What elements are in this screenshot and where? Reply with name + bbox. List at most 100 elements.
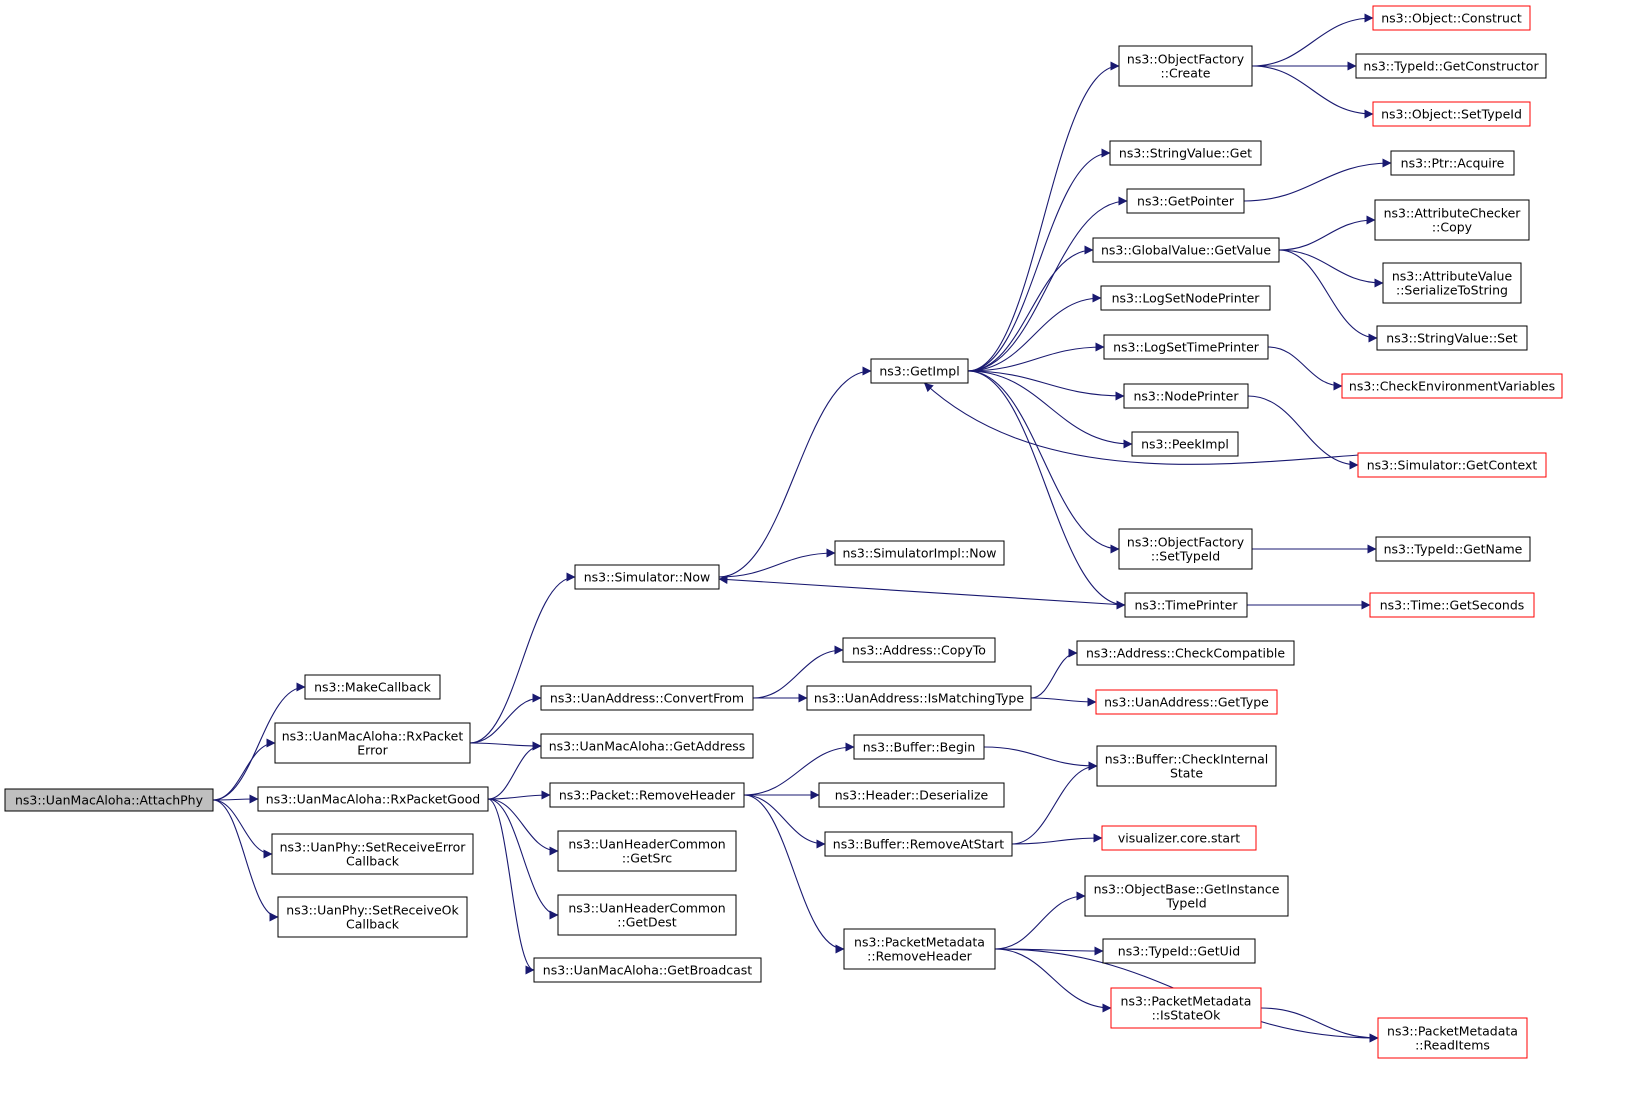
node-getaddress[interactable]: ns3::UanMacAloha::GetAddress [540,733,754,759]
node-simimplnow[interactable]: ns3::SimulatorImpl::Now [834,540,1005,566]
edge-getimpl-to-nodeprinter [967,370,1125,401]
edge-removeatstart-to-checkinternalstate [1011,761,1098,845]
node-label: ns3::UanAddress::ConvertFrom [550,691,744,706]
node-label: ns3::UanHeaderCommon [568,901,725,916]
node-getdest[interactable]: ns3::UanHeaderCommon::GetDest [557,894,737,936]
node-getsrc[interactable]: ns3::UanHeaderCommon::GetSrc [557,830,737,872]
node-removeheader[interactable]: ns3::Packet::RemoveHeader [549,782,745,808]
node-box [870,358,969,384]
node-timeprinter[interactable]: ns3::TimePrinter [1124,592,1248,618]
node-label: ::GetDest [617,915,677,930]
node-rxpacketgood[interactable]: ns3::UanMacAloha::RxPacketGood [257,786,489,812]
node-gvgetvalue[interactable]: ns3::GlobalValue::GetValue [1092,237,1280,263]
node-getbroadcast[interactable]: ns3::UanMacAloha::GetBroadcast [533,957,762,983]
node-box [274,722,471,764]
node-readitems[interactable]: ns3::PacketMetadata::ReadItems [1377,1017,1528,1059]
edge-rxpacketerror-to-simulatornow [469,572,576,744]
edge-rxpacketerror-to-convertfrom [469,693,542,744]
node-checkcompatible[interactable]: ns3::Address::CheckCompatible [1076,640,1295,666]
edge-convertfrom-to-copyto [752,645,844,699]
node-label: ns3::StringValue::Set [1386,331,1517,346]
node-getimpl[interactable]: ns3::GetImpl [870,358,969,384]
node-ofcreate[interactable]: ns3::ObjectFactory::Create [1118,45,1253,87]
node-label: ns3::UanPhy::SetReceiveOk [286,903,459,918]
node-getconstructor[interactable]: ns3::TypeId::GetConstructor [1355,53,1547,79]
node-getuid[interactable]: ns3::TypeId::GetUid [1102,938,1256,964]
node-box [1102,938,1256,964]
node-vizstart[interactable]: visualizer.core.start [1101,825,1257,851]
node-box [1376,325,1528,351]
node-isstateok[interactable]: ns3::PacketMetadata::IsStateOk [1110,987,1262,1029]
edge-attachphy-to-setreceiveok [212,799,279,922]
node-box [818,782,1005,808]
node-getseconds[interactable]: ns3::Time::GetSeconds [1369,592,1535,618]
node-label: ns3::Buffer::Begin [863,740,976,755]
node-box [257,786,489,812]
node-simulatornow[interactable]: ns3::Simulator::Now [574,564,720,590]
node-accopy[interactable]: ns3::AttributeChecker::Copy [1374,199,1530,241]
node-objsettypeid[interactable]: ns3::Object::SetTypeId [1372,101,1531,127]
edge-rxpacketgood-to-getaddress [487,741,542,800]
edge-bufferbegin-to-checkinternalstate [983,746,1098,771]
node-ismatchingtype[interactable]: ns3::UanAddress::IsMatchingType [806,685,1032,711]
node-box [1092,237,1280,263]
node-label: ns3::UanHeaderCommon [568,837,725,852]
edge-pmremoveheader-to-getinstancetypeid [994,891,1086,950]
node-box [1076,640,1295,666]
node-stringvalueget[interactable]: ns3::StringValue::Get [1109,140,1262,166]
node-uanaddrgettype[interactable]: ns3::UanAddress::GetType [1095,689,1278,715]
node-label: ns3::Ptr::Acquire [1401,156,1505,171]
node-label: ns3::Object::Construct [1381,11,1522,26]
node-label: ::GetSrc [622,851,672,866]
edge-getimpl-to-logsettimeprinter [967,342,1105,372]
node-box [1109,140,1262,166]
node-box [843,928,996,970]
node-objconstruct[interactable]: ns3::Object::Construct [1372,5,1531,31]
node-label: ns3::PacketMetadata [1121,994,1252,1009]
node-nodeprinter[interactable]: ns3::NodePrinter [1123,383,1249,409]
node-box [540,733,754,759]
node-pmremoveheader[interactable]: ns3::PacketMetadata::RemoveHeader [843,928,996,970]
node-logsettimeprinter[interactable]: ns3::LogSetTimePrinter [1103,334,1269,360]
node-checkenv[interactable]: ns3::CheckEnvironmentVariables [1341,373,1563,399]
node-convertfrom[interactable]: ns3::UanAddress::ConvertFrom [540,685,754,711]
node-bufferbegin[interactable]: ns3::Buffer::Begin [853,734,985,760]
node-ofsettypeid[interactable]: ns3::ObjectFactory::SetTypeId [1118,528,1253,570]
node-logsetnodeprinter[interactable]: ns3::LogSetNodePrinter [1100,285,1271,311]
edge-getimpl-to-gvgetvalue [967,245,1094,372]
edge-simulatornow-to-getimpl [718,366,872,578]
node-label: Error [357,743,388,758]
node-label: State [1170,766,1203,781]
node-label: ns3::TypeId::GetName [1384,542,1523,557]
node-label: ns3::TypeId::GetUid [1118,944,1240,959]
node-avserialize[interactable]: ns3::AttributeValue::SerializeToString [1382,262,1522,304]
node-attachphy[interactable]: ns3::UanMacAloha::AttachPhy [4,788,214,812]
node-stringvalueset[interactable]: ns3::StringValue::Set [1376,325,1528,351]
node-makecallback[interactable]: ns3::MakeCallback [304,674,441,700]
node-label: ns3::MakeCallback [314,680,432,695]
node-ptracquire[interactable]: ns3::Ptr::Acquire [1390,150,1515,176]
node-getcontext[interactable]: ns3::Simulator::GetContext [1357,452,1547,478]
node-removeatstart[interactable]: ns3::Buffer::RemoveAtStart [824,831,1013,857]
node-label: ns3::GlobalValue::GetValue [1101,243,1271,258]
node-box [1118,528,1253,570]
node-getname[interactable]: ns3::TypeId::GetName [1375,536,1531,562]
edge-pmremoveheader-to-isstateok [994,948,1112,1013]
node-label: ns3::CheckEnvironmentVariables [1349,379,1555,394]
node-peekimpl[interactable]: ns3::PeekImpl [1131,431,1239,457]
node-box [1369,592,1535,618]
node-copyto[interactable]: ns3::Address::CopyTo [842,637,996,663]
node-deserialize[interactable]: ns3::Header::Deserialize [818,782,1005,808]
node-box [557,830,737,872]
edge-attachphy-to-setreceiveerror [212,799,273,859]
node-label: visualizer.core.start [1118,831,1240,846]
edge-getimpl-to-stringvalueget [967,148,1111,372]
node-getpointer[interactable]: ns3::GetPointer [1126,188,1245,214]
node-box [1095,689,1278,715]
